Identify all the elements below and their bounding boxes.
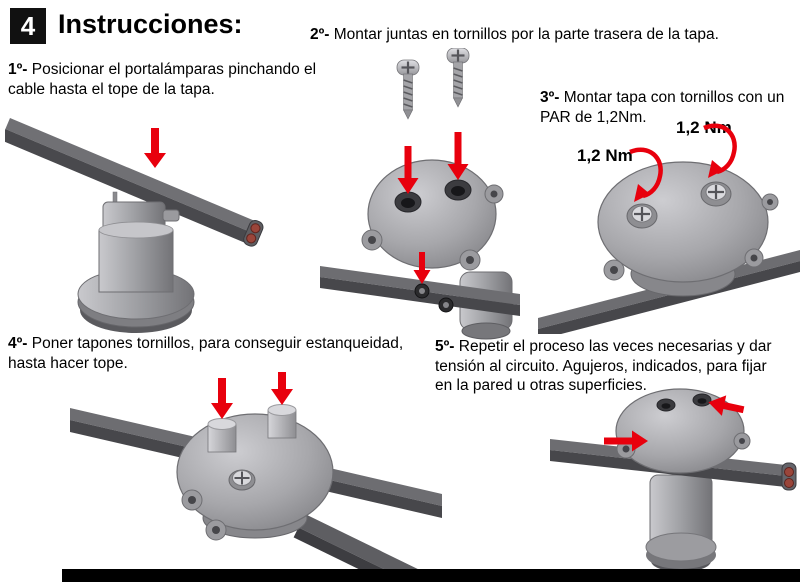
torque-label-left: 1,2 Nm bbox=[577, 146, 633, 165]
step-2-body: Montar juntas en tornillos por la parte … bbox=[333, 26, 719, 43]
lampholder-icon bbox=[77, 191, 195, 333]
down-arrow-icon bbox=[144, 128, 166, 168]
step-number-badge: 4 bbox=[10, 8, 46, 44]
step-1-label: 1º- bbox=[8, 61, 28, 78]
cable-icon bbox=[5, 118, 264, 247]
plug-icon bbox=[267, 404, 297, 439]
lampholder-body-icon bbox=[645, 474, 717, 572]
down-arrow-icon bbox=[447, 132, 469, 180]
down-arrow-icon bbox=[211, 378, 233, 419]
screw-icon bbox=[446, 48, 470, 108]
step-5-label: 5º- bbox=[435, 338, 455, 355]
conductor-icon bbox=[784, 467, 794, 477]
conductor-icon bbox=[246, 233, 257, 244]
plug-icon bbox=[207, 418, 237, 453]
conductor-icon bbox=[250, 223, 261, 234]
down-arrow-icon bbox=[413, 252, 431, 284]
step-3-illustration bbox=[538, 123, 800, 334]
step-3-text: 3º- Montar tapa con tornillos con un PAR… bbox=[540, 88, 796, 127]
bottom-bar bbox=[62, 569, 800, 582]
step-2-text: 2º- Montar juntas en tornillos por la pa… bbox=[310, 25, 800, 45]
screw-head-icon bbox=[700, 181, 732, 207]
down-arrow-icon bbox=[271, 372, 293, 405]
screw-head-icon bbox=[228, 469, 256, 491]
step-5-text: 5º- Repetir el proceso las veces necesar… bbox=[435, 337, 787, 396]
step-4-illustration bbox=[70, 372, 442, 570]
step-1-text: 1º- Posicionar el portalámparas pinchand… bbox=[8, 60, 318, 99]
cable-icon bbox=[293, 514, 433, 570]
step-3-body: Montar tapa con tornillos con un PAR de … bbox=[540, 89, 785, 126]
conductor-icon bbox=[784, 478, 794, 488]
step-5-body: Repetir el proceso las veces necesarias … bbox=[435, 338, 772, 395]
gasket-icon bbox=[414, 283, 430, 299]
cover-icon bbox=[597, 161, 779, 283]
page-title: Instrucciones: bbox=[58, 9, 243, 39]
step-3-label: 3º- bbox=[540, 89, 560, 106]
step-1-body: Posicionar el portalámparas pinchando el… bbox=[8, 61, 317, 98]
screw-head-icon bbox=[626, 203, 658, 229]
step-4-body: Poner tapones tornillos, para conseguir … bbox=[8, 335, 404, 372]
cover-back-icon bbox=[361, 159, 504, 271]
screw-icon bbox=[396, 59, 420, 120]
right-arrow-icon bbox=[604, 430, 648, 452]
step-5-illustration bbox=[550, 388, 797, 572]
gasket-icon bbox=[438, 297, 454, 313]
torque-arrow-icon bbox=[703, 123, 737, 178]
step-4-text: 4º- Poner tapones tornillos, para conseg… bbox=[8, 334, 440, 373]
left-arrow-icon bbox=[708, 395, 745, 416]
cover-icon bbox=[615, 388, 751, 474]
step-4-label: 4º- bbox=[8, 335, 28, 352]
step-1-illustration bbox=[5, 118, 264, 333]
step-2-label: 2º- bbox=[310, 26, 330, 43]
torque-arrow-icon bbox=[629, 147, 663, 202]
down-arrow-icon bbox=[397, 146, 419, 194]
step-2-illustration bbox=[320, 48, 520, 340]
